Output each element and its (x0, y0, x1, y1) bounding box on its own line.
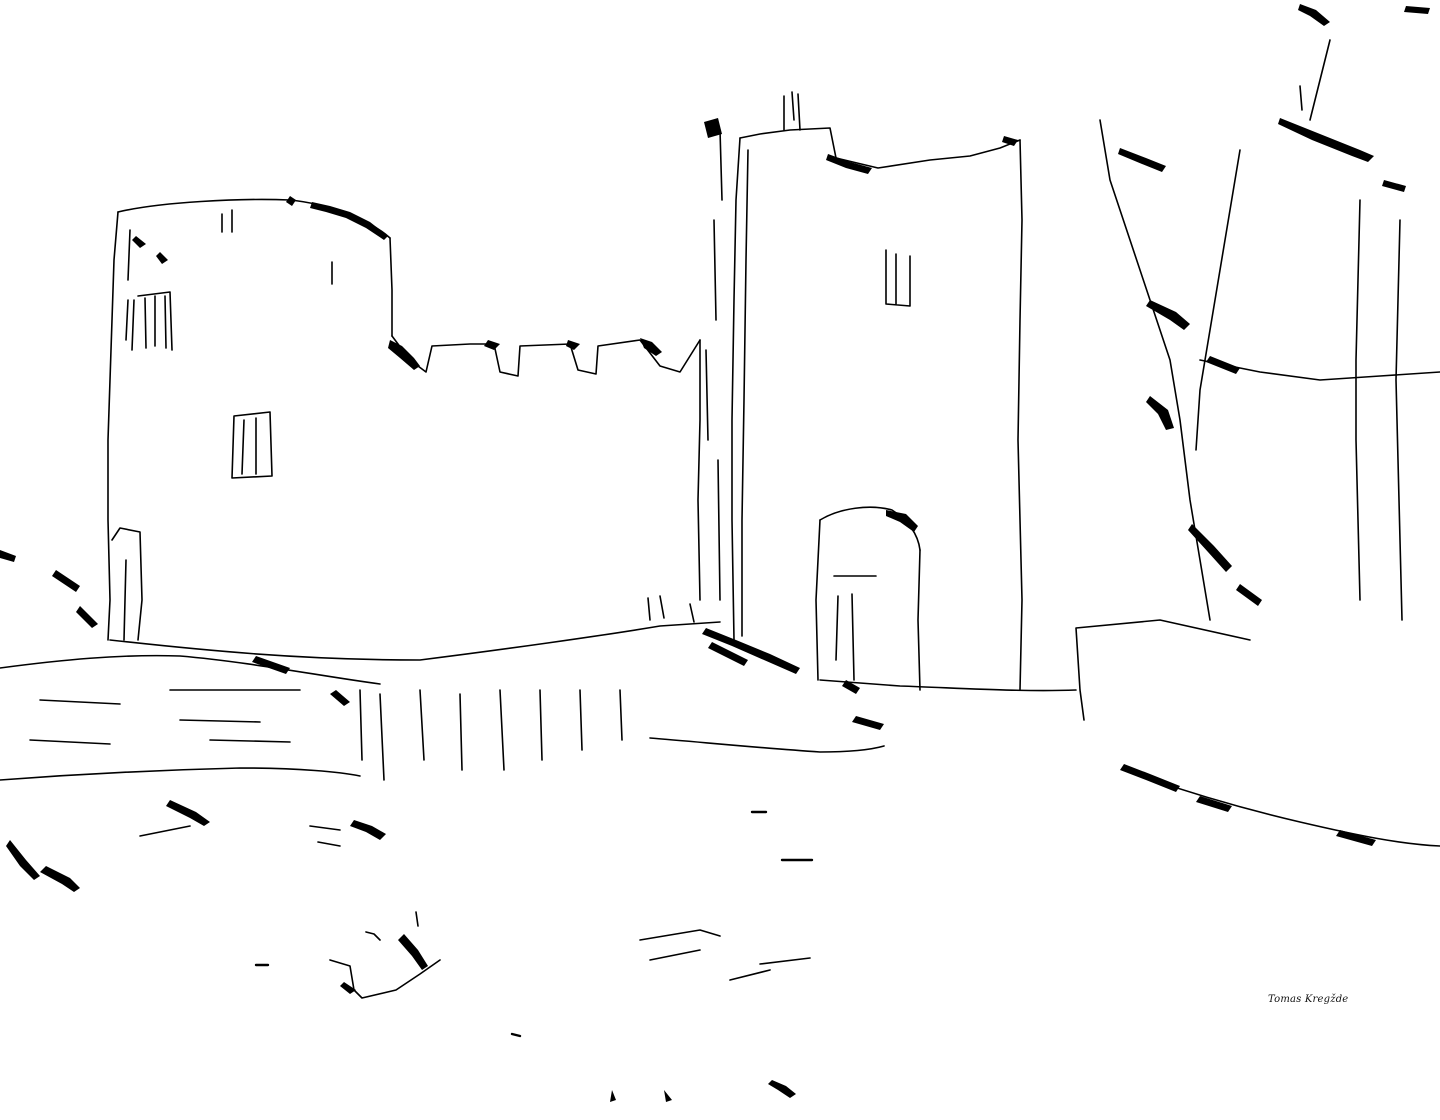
right-wall-ivy (1075, 4, 1440, 721)
gatehouse (702, 91, 1077, 730)
left-round-tower (107, 196, 393, 641)
artist-signature: Tomas Kregžde (1268, 994, 1349, 1005)
tower-top-shadow (310, 202, 388, 240)
foreground-marks (139, 810, 814, 1102)
gate-shadow (886, 510, 918, 532)
curtain-wall (109, 335, 721, 661)
ground (0, 550, 1440, 892)
